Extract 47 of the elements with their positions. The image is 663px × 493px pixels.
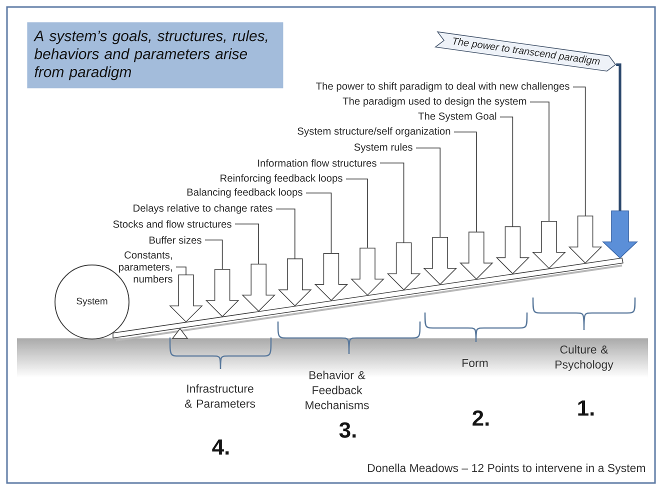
leader-line (380, 162, 404, 243)
callout-label: The power to shift paradigm to deal with new challenges (316, 82, 570, 92)
callout-label: Delays relative to change rates (134, 204, 272, 214)
down-pointer (496, 226, 530, 274)
leader-line (176, 266, 186, 276)
down-pointer (568, 216, 602, 264)
down-pointer (314, 253, 348, 302)
leader-line (204, 240, 223, 270)
leader-line (572, 86, 586, 216)
callout-label: Buffer sizes (150, 236, 202, 244)
down-pointer (278, 258, 312, 306)
callout-label: Stocks and flow structures (113, 220, 232, 228)
callout-label: The paradigm used to design the system (342, 97, 526, 107)
ribbon-banner: The power to transcend paradigm (434, 31, 616, 72)
leader-line (454, 132, 477, 232)
down-pointer (386, 242, 421, 290)
down-pointer (423, 237, 458, 285)
down-pointer (350, 248, 384, 296)
leader-line (346, 178, 368, 248)
leader-line (416, 148, 440, 238)
down-pointer (459, 232, 494, 280)
heading-box: A system’s goals, structures, rules, behaviors and parameters arise from paradigm (27, 22, 284, 88)
down-pointer (602, 210, 638, 258)
leader-line (530, 102, 550, 222)
group-number: 3. (339, 422, 356, 438)
leader-line (306, 192, 332, 254)
group-label: Form (462, 359, 488, 368)
callout-label: Reinforcing feedback loops (220, 174, 342, 184)
group-label: Infrastructure & Parameters (184, 384, 256, 408)
credit-caption: Donella Meadows – 12 Points to intervene in a System (368, 464, 645, 474)
callout-label: Balancing feedback loops (187, 188, 302, 198)
group-number: 4. (212, 439, 229, 455)
leader-line (616, 63, 622, 211)
callout-label: The System Goal (418, 112, 496, 122)
group-number: 1. (578, 400, 594, 416)
group-label: Culture & Psychology (556, 345, 614, 371)
leader-line (500, 116, 514, 227)
group-label: Behavior & Feedback Mechanisms (306, 370, 369, 410)
down-pointer (242, 264, 276, 312)
callout-label: Information flow structures (258, 159, 376, 167)
callout-label: System rules (354, 143, 412, 153)
group-number: 2. (472, 410, 489, 426)
leader-line (276, 208, 296, 259)
down-pointer (532, 220, 566, 269)
down-pointer (205, 269, 240, 318)
leader-line (234, 224, 259, 264)
callout-label: System structure/self organization (298, 127, 450, 137)
